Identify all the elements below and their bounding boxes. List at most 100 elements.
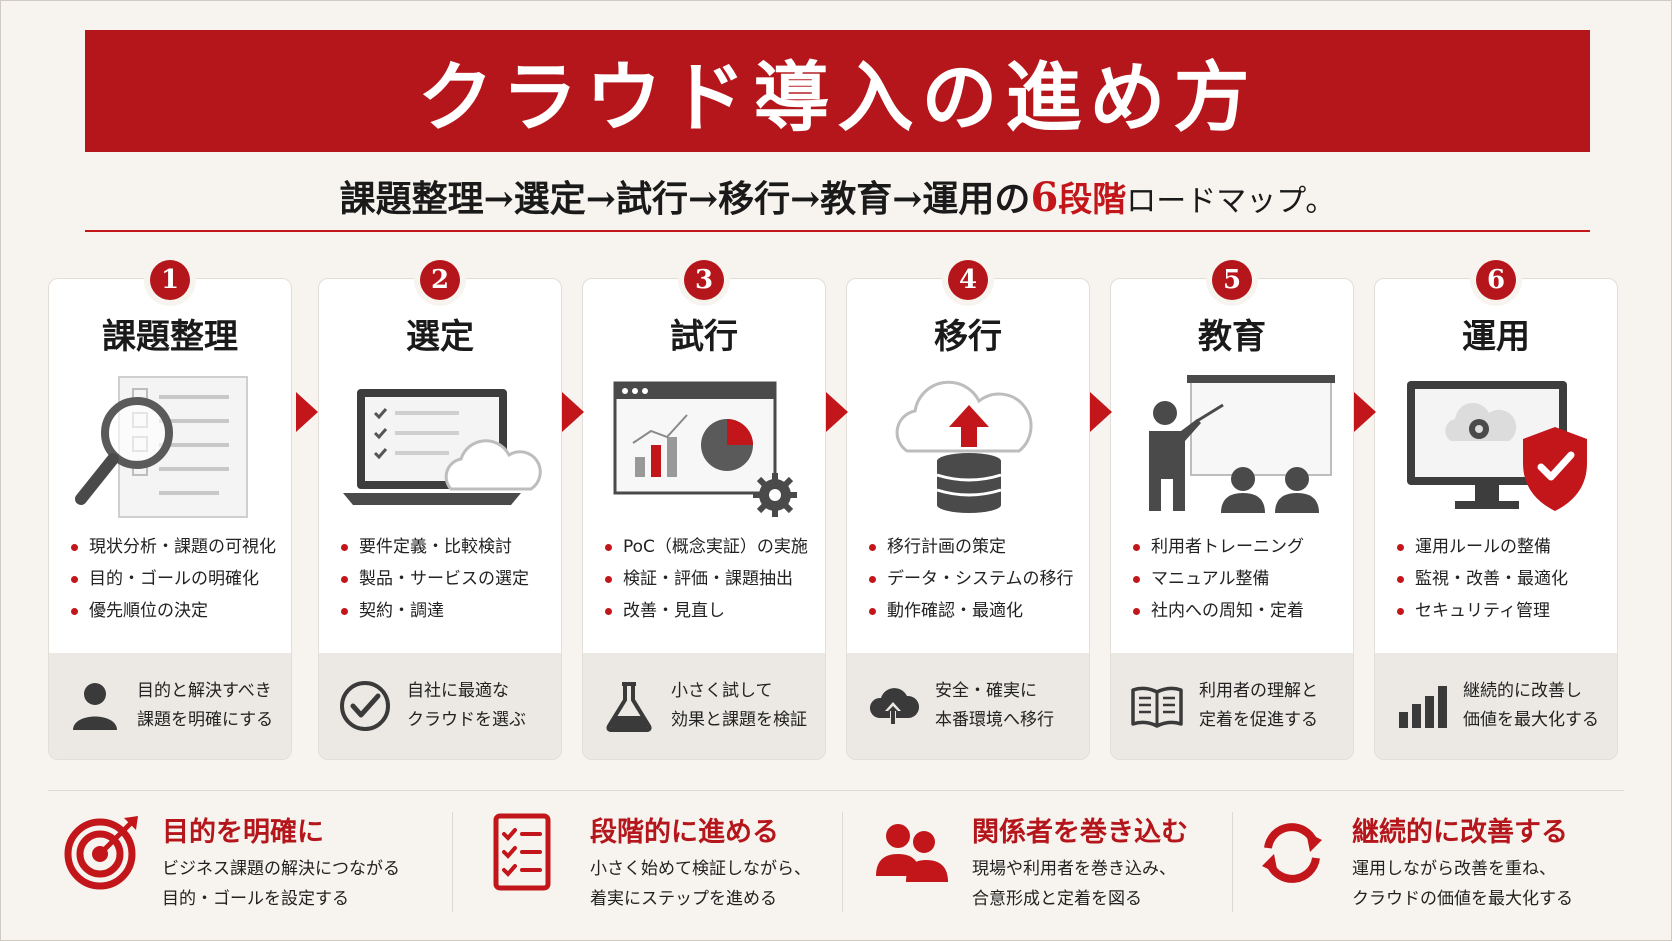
footer-text: 小さく試して 効果と課題を検証 [671,677,807,735]
step-number-badge: 6 [1476,260,1516,300]
footer-text: 目的と解決すべき 課題を明確にする [137,677,273,735]
bullet-item: 運用ルールの整備 [1395,531,1615,563]
cloud-upload-icon [869,688,920,726]
page-title: クラウド導入の進め方 [417,53,1258,142]
book-icon [1131,686,1183,728]
tip-title: 目的を明確に [162,817,324,848]
target-icon [64,816,138,890]
step-bullets: 運用ルールの整備 監視・改善・最適化 セキュリティ管理 [1395,531,1615,627]
bullet-item: PoC（概念実証）の実施 [603,531,823,563]
training-presentation-icon [1149,375,1335,513]
tip-body: 運用しながら改善を重ね、 クラウドの価値を最大化する [1352,854,1573,914]
step-bullets: 利用者トレーニング マニュアル整備 社内への周知・定着 [1131,531,1351,627]
section-divider [48,790,1624,791]
footer-line: クラウドを選ぶ [407,710,526,730]
subtitle-flow: 課題整理→選定→試行→移行→教育→運用の [339,178,1031,220]
step-footer: 利用者の理解と 定着を促進する [1111,653,1353,759]
step-footer: 自社に最適な クラウドを選ぶ [319,653,561,759]
tip-purpose: 目的を明確に ビジネス課題の解決につながる 目的・ゴールを設定する [62,810,442,920]
person-icon [73,683,117,730]
tip-title: 継続的に改善する [1352,817,1568,848]
step-bullets: 現状分析・課題の可視化 目的・ゴールの明確化 優先順位の決定 [69,531,289,627]
bullet-item: 移行計画の策定 [867,531,1087,563]
step-card-5: 教育 利用者トレーニング マニュアル整備 社内への周知・定着 利用者の理解と 定… [1110,278,1354,760]
tip-title: 段階的に進める [590,817,779,848]
step-footer: 継続的に改善し 価値を最大化する [1375,653,1617,759]
bar-chart-icon [1399,686,1447,728]
subtitle-stage: 段階 [1058,180,1127,220]
step-title: 運用 [1462,317,1530,357]
tip-line: 合意形成と定着を図る [972,889,1142,909]
bullet-item: 改善・見直し [603,595,823,627]
step-footer: 安全・確実に 本番環境へ移行 [847,653,1089,759]
tip-body: ビジネス課題の解決につながる 目的・ゴールを設定する [162,854,400,914]
footer-text: 利用者の理解と 定着を促進する [1199,677,1318,735]
footer-line: 利用者の理解と [1199,681,1318,701]
tip-body: 現場や利用者を巻き込み、 合意形成と定着を図る [972,854,1176,914]
step-title: 移行 [934,317,1002,357]
step-title: 試行 [670,317,738,357]
bullet-item: 社内への周知・定着 [1131,595,1351,627]
tip-body: 小さく始めて検証しながら、 着実にステップを進める [590,854,811,914]
step-number-badge: 5 [1212,260,1252,300]
tip-line: ビジネス課題の解決につながる [162,859,400,879]
chevron-right-icon [1354,392,1376,432]
refresh-icon [1262,823,1322,883]
footer-line: 安全・確実に [935,681,1037,701]
tip-title: 関係者を巻き込む [972,817,1188,848]
tip-step-by-step: 段階的に進める 小さく始めて検証しながら、 着実にステップを進める [490,810,870,920]
title-rule [85,230,1590,232]
step-card-6: 運用 運用ルールの整備 監視・改善・最適化 セキュリティ管理 継続的に改善し 価… [1374,278,1618,760]
step-number-badge: 3 [684,260,724,300]
bullet-item: マニュアル整備 [1131,563,1351,595]
dashboard-chart-icon [613,381,797,517]
bullet-item: 契約・調達 [339,595,559,627]
footer-line: 本番環境へ移行 [935,710,1054,730]
tip-line: 運用しながら改善を重ね、 [1352,859,1556,879]
tip-continuous: 継続的に改善する 運用しながら改善を重ね、 クラウドの価値を最大化する [1252,810,1632,920]
step-footer: 目的と解決すべき 課題を明確にする [49,653,291,759]
chevron-right-icon [562,392,584,432]
cloud-upload-database-icon [895,380,1033,513]
step-title: 選定 [406,317,474,357]
step-card-2: 選定 要件定義・比較検討 製品・サービスの選定 契約・調達 自社に最適な クラウ… [318,278,562,760]
tip-separator [842,812,843,912]
footer-line: 継続的に改善し [1463,681,1582,701]
magnifier-checklist-icon [75,376,248,518]
footer-line: 課題を明確にする [137,710,274,730]
step-bullets: 要件定義・比較検討 製品・サービスの選定 契約・調達 [339,531,559,627]
bullet-item: 利用者トレーニング [1131,531,1351,563]
tip-stakeholders: 関係者を巻き込む 現場や利用者を巻き込み、 合意形成と定着を図る [872,810,1252,920]
bullet-item: 監視・改善・最適化 [1395,563,1615,595]
bullet-item: 製品・サービスの選定 [339,563,559,595]
checklist-icon [493,813,551,891]
bullet-item: 目的・ゴールの明確化 [69,563,289,595]
footer-text: 継続的に改善し 価値を最大化する [1463,677,1599,735]
subtitle: 課題整理→選定→試行→移行→教育→運用の6段階ロードマップ。 [85,168,1590,228]
tip-line: 現場や利用者を巻き込み、 [972,859,1176,879]
flask-icon [606,682,652,732]
monitor-shield-icon [1407,381,1587,511]
bullet-item: 現状分析・課題の可視化 [69,531,289,563]
title-banner: クラウド導入の進め方 [85,30,1590,152]
step-number-badge: 4 [948,260,988,300]
footer-line: 自社に最適な [407,681,509,701]
tip-line: クラウドの価値を最大化する [1352,889,1573,909]
tip-separator [1232,812,1233,912]
chevron-right-icon [1090,392,1112,432]
footer-text: 安全・確実に 本番環境へ移行 [935,677,1054,735]
footer-line: 効果と課題を検証 [671,710,807,730]
tip-line: 目的・ゴールを設定する [162,889,349,909]
subtitle-tail: ロードマップ。 [1126,184,1336,219]
footer-line: 小さく試して [671,681,773,701]
tip-line: 着実にステップを進める [590,889,777,909]
chevron-right-icon [826,392,848,432]
tip-line: 小さく始めて検証しながら、 [590,859,811,879]
bullet-item: 要件定義・比較検討 [339,531,559,563]
bullet-item: セキュリティ管理 [1395,595,1615,627]
step-title: 課題整理 [102,317,238,357]
bullet-item: 優先順位の決定 [69,595,289,627]
subtitle-count: 6 [1030,174,1059,221]
bullet-item: 検証・評価・課題抽出 [603,563,823,595]
step-card-3: 試行 PoC（概念実証）の実施 検証・評価・課題抽出 改善・見直し 小さく試して [582,278,826,760]
